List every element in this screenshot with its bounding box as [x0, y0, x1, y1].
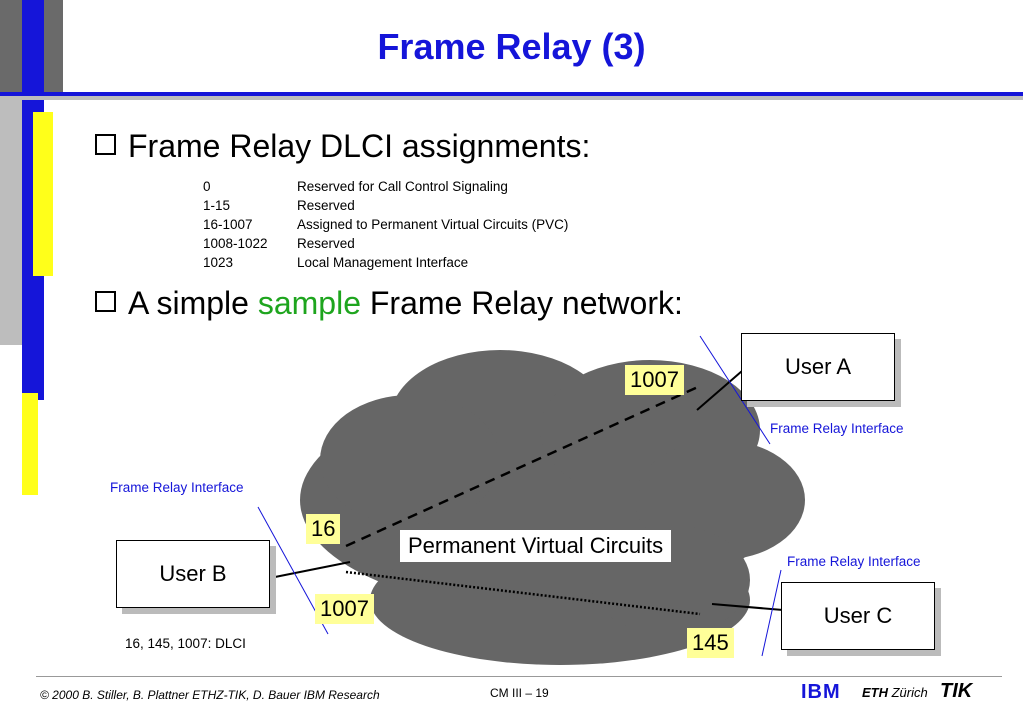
footer-copyright: © 2000 B. Stiller, B. Plattner ETHZ-TIK,… — [40, 688, 380, 702]
dlci-meaning: Assigned to Permanent Virtual Circuits (… — [297, 217, 569, 232]
dlci-meaning: Reserved — [297, 236, 355, 251]
footer-page-number: CM III – 19 — [490, 686, 549, 700]
bullet-dlci-text: Frame Relay DLCI assignments: — [128, 128, 591, 164]
cloud-shape — [300, 350, 805, 665]
dlci-range: 1023 — [203, 255, 234, 270]
table-row: 0 Reserved for Call Control Signaling — [203, 177, 568, 196]
interface-label-c: Frame Relay Interface — [787, 554, 921, 569]
link-user-a — [696, 370, 743, 411]
interface-label-a: Frame Relay Interface — [770, 421, 904, 436]
bullet-box-icon — [95, 291, 116, 312]
decor-bar-yellow-top — [33, 112, 53, 276]
footer-rule — [36, 676, 1002, 677]
interface-label-b: Frame Relay Interface — [110, 480, 244, 495]
dlci-meaning: Local Management Interface — [297, 255, 469, 270]
decor-bar-yellow-bottom — [22, 393, 38, 495]
eth-logo: ETH Zürich — [862, 685, 928, 700]
slide-title: Frame Relay (3) — [377, 26, 646, 67]
dlci-meaning: Reserved for Call Control Signaling — [297, 179, 508, 194]
eth-logo-prefix: ETH — [862, 685, 888, 700]
pvc-dashed-line — [345, 384, 701, 548]
bullet-network-accent: sample — [257, 285, 361, 321]
user-c-box: User C — [781, 582, 935, 650]
dlci-range: 1-15 — [203, 198, 231, 213]
table-row: 1008-1022 Reserved — [203, 234, 568, 253]
dlci-meaning: Reserved — [297, 198, 355, 213]
dlci-range: 1008-1022 — [203, 236, 268, 251]
bullet-network-pre: A simple — [128, 285, 258, 321]
ibm-logo: IBM — [801, 681, 841, 703]
table-row: 1023 Local Management Interface — [203, 253, 568, 272]
bullet-network: A simple sample Frame Relay network: — [95, 285, 683, 322]
dlci-range: 16-1007 — [203, 217, 253, 232]
table-row: 16-1007 Assigned to Permanent Virtual Cir… — [203, 215, 568, 234]
table-row: 1-15 Reserved — [203, 196, 568, 215]
header-rule-shadow — [0, 96, 1023, 100]
bullet-box-icon — [95, 134, 116, 155]
dlci-label-user-a: 1007 — [625, 365, 684, 395]
bullet-dlci: Frame Relay DLCI assignments: — [95, 128, 590, 165]
eth-logo-suffix: Zürich — [888, 685, 928, 700]
pvc-dotted-line — [345, 570, 701, 616]
user-a-box: User A — [741, 333, 895, 401]
dlci-label-user-b-top: 16 — [306, 514, 341, 544]
link-user-c — [711, 603, 784, 611]
dlci-table: 0 Reserved for Call Control Signaling 1-1… — [203, 177, 568, 272]
dlci-legend: 16, 145, 1007: DLCI — [125, 636, 246, 651]
user-b-box: User B — [116, 540, 270, 608]
interface-line-c — [761, 569, 782, 657]
link-user-b — [269, 561, 351, 579]
pvc-label: Permanent Virtual Circuits — [400, 530, 672, 562]
header-rule — [0, 92, 1023, 96]
dlci-range: 0 — [203, 179, 211, 194]
bullet-network-post: Frame Relay network: — [360, 285, 683, 321]
dlci-label-user-b-bottom: 1007 — [315, 594, 374, 624]
dlci-label-user-c: 145 — [687, 628, 734, 658]
interface-line-a — [699, 335, 771, 445]
tik-logo: TIK — [940, 680, 973, 702]
